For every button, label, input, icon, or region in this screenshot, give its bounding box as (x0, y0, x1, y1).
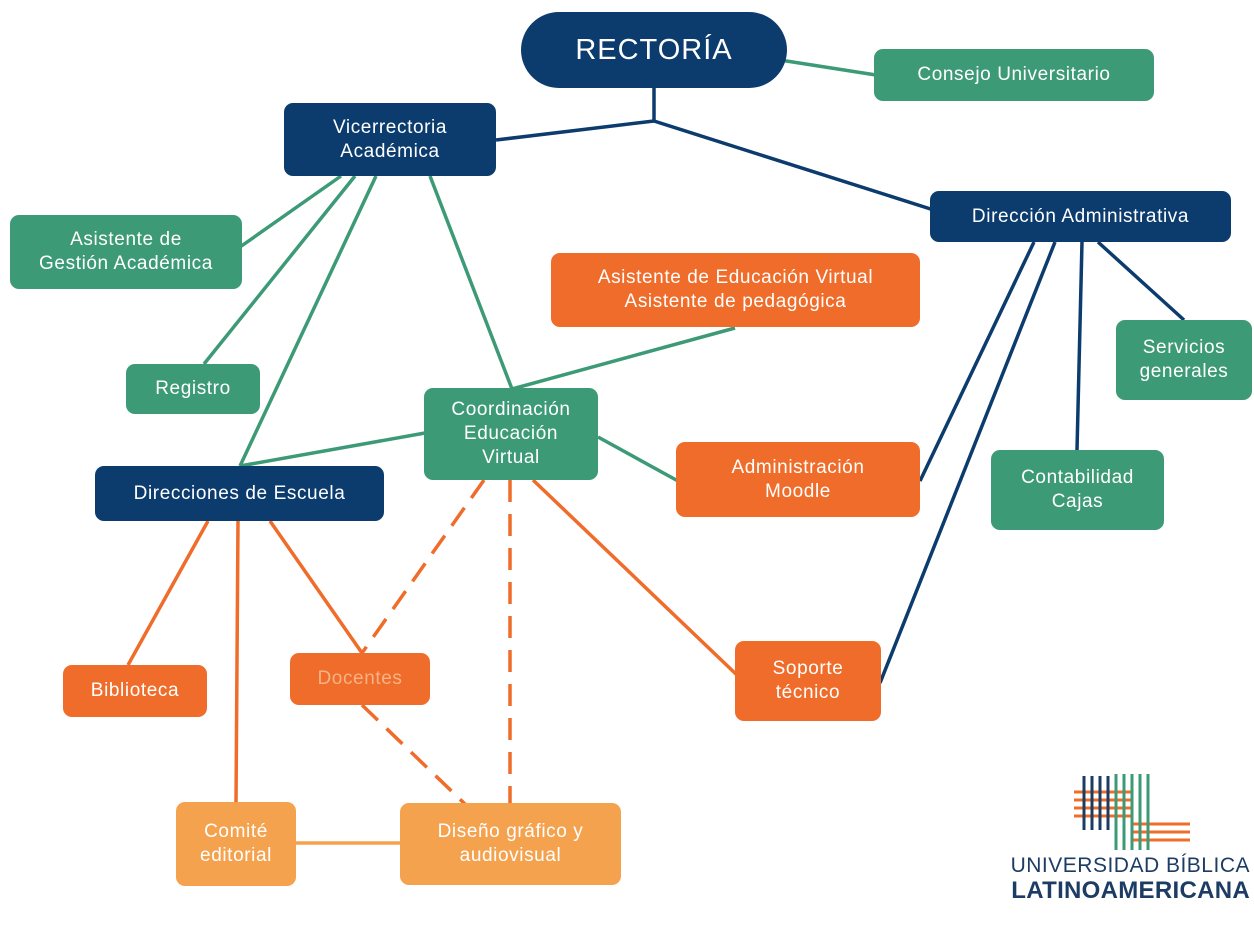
node-docentes: Docentes (290, 653, 430, 705)
node-servicios-generales: Servicios generales (1116, 320, 1252, 400)
edge-escuela-docentes (268, 519, 364, 655)
node-label-line: Asistente de pedagógica (624, 291, 847, 312)
edge-coordinacion-soporte (531, 478, 740, 678)
node-label-line: Virtual (482, 447, 540, 468)
node-label-line: audiovisual (459, 845, 562, 866)
edge-vicerrectoria-coordinacion (428, 175, 514, 390)
node-biblioteca: Biblioteca (63, 665, 207, 717)
edge-vicerrectoria-direcciones-escuela (238, 175, 378, 467)
node-label-line: RECTORÍA (575, 34, 733, 66)
node-label-line: Contabilidad (1021, 467, 1134, 488)
edge-docentes-diseno (360, 703, 468, 807)
node-label-line: Vicerrectoria (332, 116, 448, 138)
edge-coordinacion-admin-moodle (597, 435, 679, 483)
node-label-line: Académica (340, 140, 440, 162)
node-label-line: Soporte (772, 658, 844, 679)
node-consejo-universitario: Consejo Universitario (874, 49, 1154, 101)
edge-escuela-comite (234, 520, 240, 804)
node-label-line: Consejo Universitario (917, 64, 1111, 85)
node-label-line: Educación (463, 423, 559, 444)
node-label-line: Diseño gráfico y (437, 821, 584, 842)
node-comite-editorial: Comité editorial (176, 802, 296, 886)
university-logo: UNIVERSIDAD BÍBLICA LATINOAMERICANA (1010, 770, 1250, 930)
node-label-line: Asistente de (70, 229, 182, 250)
node-label-line: Dirección Administrativa (971, 205, 1190, 227)
connector-lines (126, 58, 1186, 845)
node-label-line: editorial (200, 845, 272, 866)
node-label-line: Gestión Académica (39, 253, 213, 274)
node-diseno-grafico-audiovisual: Diseño gráfico y audiovisual (400, 803, 621, 885)
edge-junction-direccion-admin (653, 119, 941, 214)
node-label-line: Biblioteca (90, 680, 180, 701)
logo-line1: UNIVERSIDAD BÍBLICA (1010, 854, 1250, 877)
edge-escuela-biblioteca (126, 520, 210, 666)
node-label-line: Servicios (1142, 337, 1226, 358)
edge-coordinacion-asistente-virtual (511, 326, 736, 391)
edge-direccion-admin-soporte (878, 241, 1057, 684)
node-label-line: Coordinación (451, 399, 571, 420)
node-registro: Registro (126, 364, 260, 414)
edge-coordinacion-docentes (360, 478, 486, 655)
node-label-line: Cajas (1051, 491, 1104, 512)
edge-coordinacion-direcciones-escuela (239, 431, 426, 468)
edge-vicerrectoria-registro (202, 174, 357, 366)
node-label-line: Administración (731, 456, 865, 478)
node-asistente-gestion-academica: Asistente de Gestión Académica (10, 215, 242, 289)
edge-junction-vicerrectoria (495, 119, 655, 142)
node-label-line: Comité (204, 821, 268, 842)
node-label-line: técnico (775, 682, 841, 703)
node-soporte-tecnico: Soporte técnico (735, 641, 881, 721)
node-label-line: Registro (155, 378, 231, 399)
node-label-line: Asistente de Educación Virtual (597, 267, 874, 288)
edge-direccion-admin-contabilidad (1075, 241, 1084, 451)
edge-vicerrectoria-asistente-gestion (238, 174, 343, 249)
node-direcciones-de-escuela: Direcciones de Escuela (95, 466, 384, 521)
node-label-line: Moodle (765, 480, 831, 502)
node-direccion-administrativa: Dirección Administrativa (930, 191, 1231, 242)
edge-direccion-admin-moodle (918, 241, 1036, 482)
edge-rectoria-consejo (779, 58, 877, 77)
node-label-line: Direcciones de Escuela (133, 482, 346, 504)
edge-direccion-admin-servicios (1096, 240, 1186, 322)
node-rectoria: RECTORÍA (521, 12, 787, 88)
node-label-line: Docentes (317, 668, 403, 689)
logo-line2: LATINOAMERICANA (1011, 877, 1250, 904)
woven-logo-icon (1074, 774, 1190, 850)
node-label-line: generales (1139, 361, 1229, 382)
